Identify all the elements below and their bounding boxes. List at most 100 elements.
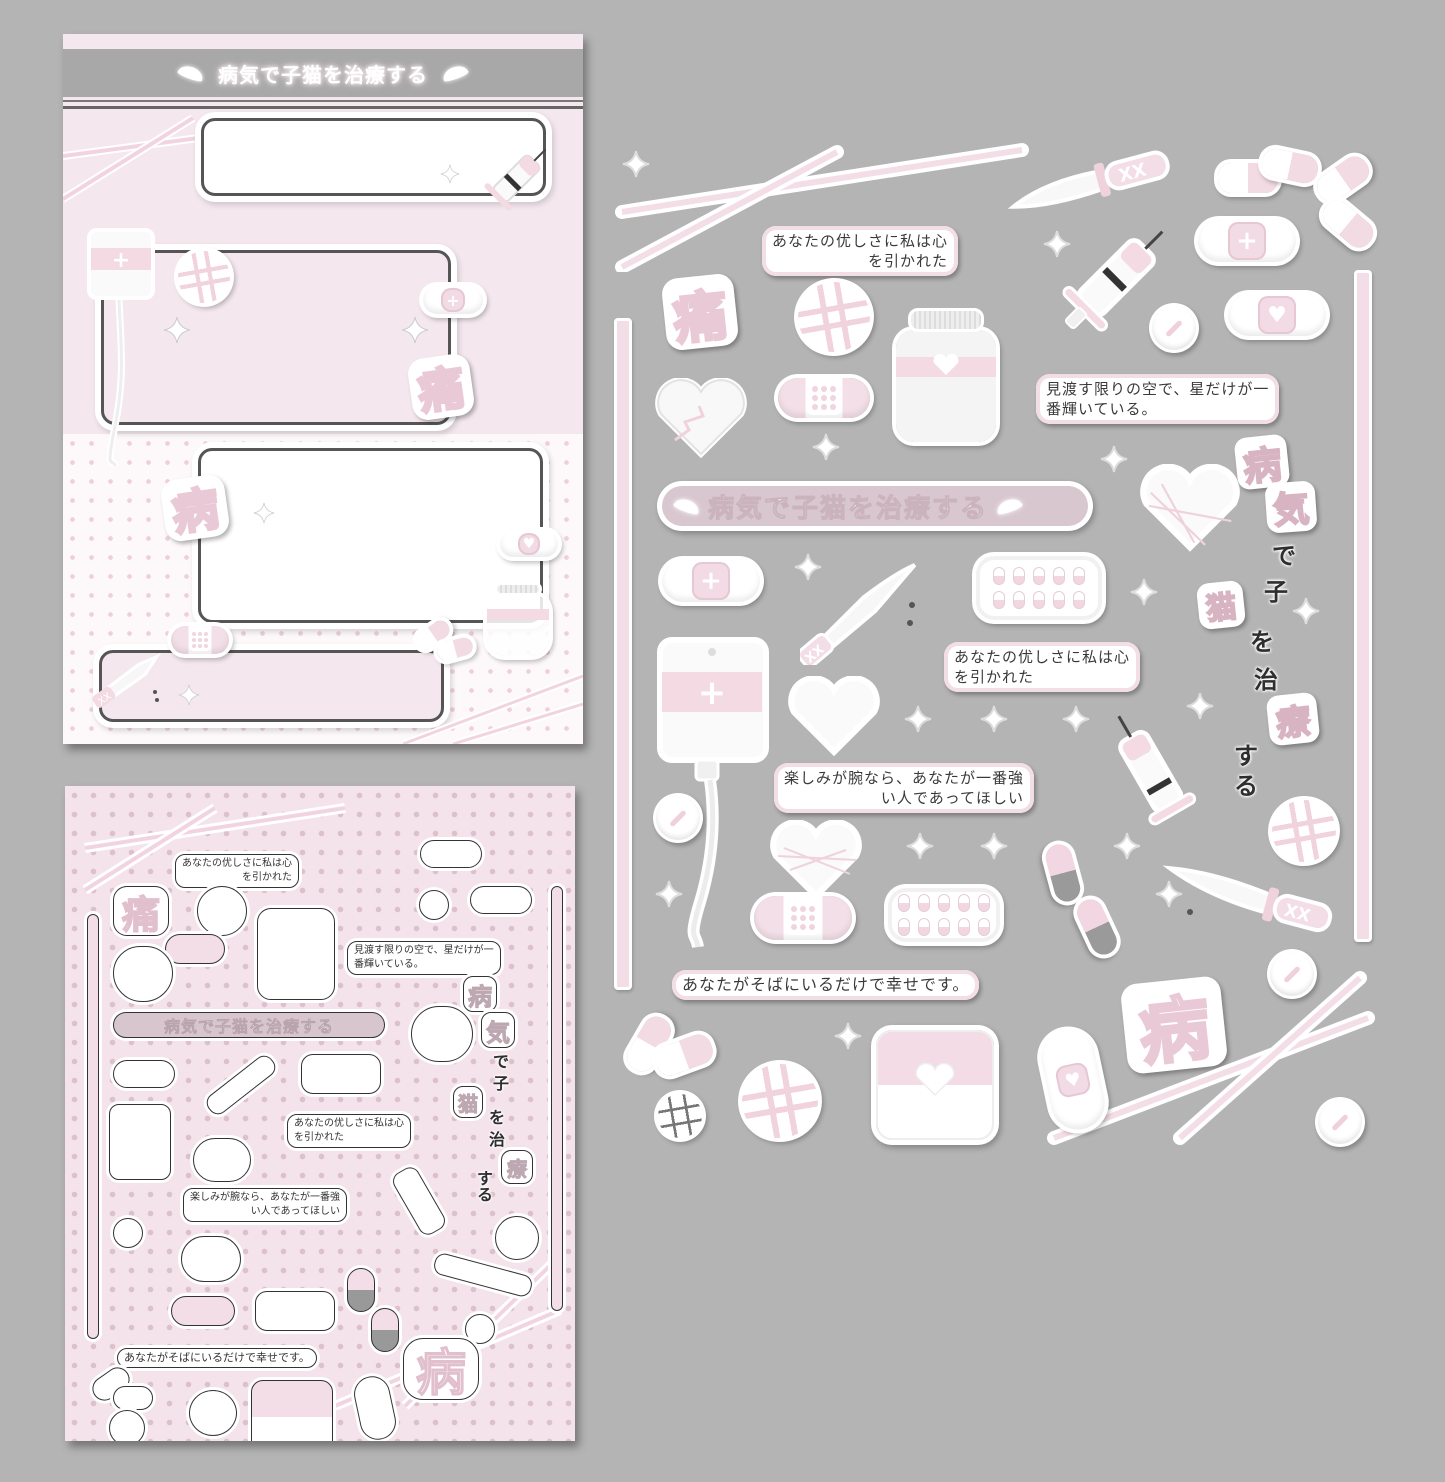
pill-jar-icon: [896, 308, 996, 442]
jar-band: [896, 356, 996, 378]
preview-wrapped-heart-icon: [181, 1236, 241, 1282]
sparkle-icon: [906, 832, 934, 860]
tablet-icon: [1318, 1100, 1362, 1144]
preview-bandage-cross-icon: [113, 1060, 175, 1088]
heart-icon: ♥: [1054, 1061, 1092, 1099]
iv-bag-icon: +: [657, 637, 769, 949]
preview-bandage-heart-icon: [470, 886, 532, 914]
iv-bag-icon: +: [87, 228, 155, 468]
waffle-bandage-icon: [1267, 794, 1341, 868]
preview-phrase-2: 見渡す限りの空で、星だけが一 番輝いている。: [347, 941, 501, 975]
capsule-icon: [1259, 146, 1321, 186]
svg-text:XX: XX: [1282, 901, 1313, 927]
divider: [63, 106, 583, 109]
crossed-sticks-icon: [1047, 971, 1375, 1145]
sparkle-icon: [1186, 692, 1214, 720]
kanji-sticker: 病: [1233, 433, 1291, 491]
svg-text:+: +: [698, 673, 727, 713]
sparkle-icon: [794, 553, 822, 581]
first-aid-kit-icon: [876, 1030, 994, 1140]
vertical-char: 子: [1264, 578, 1288, 606]
kanji-sick-sticker: 病: [158, 472, 232, 544]
phrase-line: を引かれた: [242, 872, 292, 883]
preview-pill-card-icon: [255, 1291, 335, 1331]
tablet-icon: [656, 796, 700, 840]
preview-waffle-icon: [495, 1216, 539, 1260]
cross-icon: +: [441, 288, 465, 312]
dots-pad: [189, 629, 211, 651]
bloody-knife-icon: XX: [1162, 865, 1333, 933]
vertical-stick-right: [1354, 270, 1372, 942]
sparkle-icon: [1292, 597, 1320, 625]
phrase-sticker-5: あなたがそばにいるだけで幸せです。: [672, 970, 980, 1000]
sparkle-icon: [1062, 705, 1090, 733]
preview-first-aid-kit-icon: [251, 1380, 333, 1441]
phrase-line: あなたの优しさに私は心: [294, 1118, 404, 1129]
preview-kanji-sick: 病: [403, 1338, 479, 1403]
phrase-line: い人であってほしい: [250, 1206, 340, 1217]
preview-waffle-gray-icon: [109, 1410, 145, 1441]
memo-header: 病気で子猫を治療する: [63, 49, 583, 97]
kanji-sick-sticker: 病: [1119, 975, 1229, 1076]
phrase-line: 番輝いている。: [1046, 400, 1158, 418]
kanji-sticker: 猫: [1195, 579, 1247, 631]
preview-phrase-5: あなたがそばにいるだけで幸せです。: [117, 1348, 317, 1368]
preview-bandage-dots-icon: [171, 1296, 235, 1326]
svg-text:+: +: [112, 248, 130, 273]
heart-icon: ♥: [518, 533, 540, 555]
sparkle-icon: [834, 1022, 862, 1050]
preview-iv-bag-icon: [109, 1104, 171, 1180]
preview-phrase-3: あなたの优しさに私は心 を引かれた: [287, 1114, 411, 1148]
bandage-heart-icon: ♥: [1228, 294, 1326, 336]
preview-vertical-char: で: [493, 1052, 510, 1071]
phrase-line: を引かれた: [954, 668, 1035, 686]
sparkle-icon: [163, 316, 191, 344]
heart-icon: [788, 676, 880, 756]
preview-wrapped-heart-icon: [411, 1006, 473, 1062]
memo-frame-1[interactable]: [201, 118, 546, 196]
bandage-dots-icon: [171, 626, 229, 654]
preview-bandage-cross-icon: [420, 840, 482, 868]
memo-title: 病気で子猫を治療する: [218, 62, 428, 87]
wing-icon: [440, 62, 470, 84]
sparkle-icon: [1130, 578, 1158, 606]
syringe-icon: [484, 148, 547, 211]
title-banner-sticker: 病気で子猫を治療する: [662, 486, 1088, 526]
preview-vertical-char: を: [489, 1108, 506, 1127]
kanji-pain-sticker: 痛: [660, 272, 740, 353]
sparkle-icon: [980, 832, 1008, 860]
preview-sticker-sheet: あなたの优しさに私は心 を引かれた 見渡す限りの空で、星だけが一 番輝いている。…: [65, 786, 575, 1441]
jar-band: [487, 608, 549, 621]
preview-tablet-icon: [419, 890, 449, 920]
wrapped-heart-icon: [770, 820, 862, 900]
crossed-sticks-icon: [615, 143, 1029, 272]
pill-card-icon: [888, 888, 1000, 942]
preview-broken-heart-icon: [113, 946, 173, 1002]
memo-pad: 病気で子猫を治療する + + 痛: [63, 34, 583, 744]
tablet-icon: [1152, 306, 1196, 350]
preview-waffle-icon: [197, 886, 247, 936]
heart-icon: [933, 354, 959, 375]
waffle-bandage-icon: [792, 276, 876, 358]
memo-frame-4[interactable]: [99, 650, 444, 722]
vertical-char: を: [1250, 628, 1274, 656]
phrase-sticker-2: 見渡す限りの空で、星だけが一 番輝いている。: [1036, 374, 1280, 424]
bandage-cross-icon: +: [423, 286, 483, 314]
preview-kanji: 病: [463, 976, 497, 1012]
phrase-sticker-1: あなたの优しさに私は心 を引かれた: [762, 226, 959, 276]
preview-capsule-icon: [347, 1268, 375, 1312]
banner-text: 病気で子猫を治療する: [707, 493, 989, 524]
divider: [63, 100, 583, 102]
phrase-line: 楽しみが腕なら、あなたが一番強: [784, 769, 1025, 787]
memo-frame-3[interactable]: [198, 448, 543, 623]
sparkle-icon: [655, 880, 683, 908]
memo-frame-2[interactable]: [101, 250, 451, 425]
sparkle-icon: [1113, 832, 1141, 860]
preview-vertical-char: 治: [489, 1130, 506, 1149]
syringe-icon: [1062, 230, 1164, 332]
phrase-line: い人であってほしい: [880, 789, 1025, 807]
cross-icon: +: [1228, 222, 1266, 260]
waffle-gray-icon: [654, 1090, 706, 1142]
bloody-knife-icon: XX: [800, 563, 917, 665]
heart-icon: ♥: [1258, 296, 1296, 334]
